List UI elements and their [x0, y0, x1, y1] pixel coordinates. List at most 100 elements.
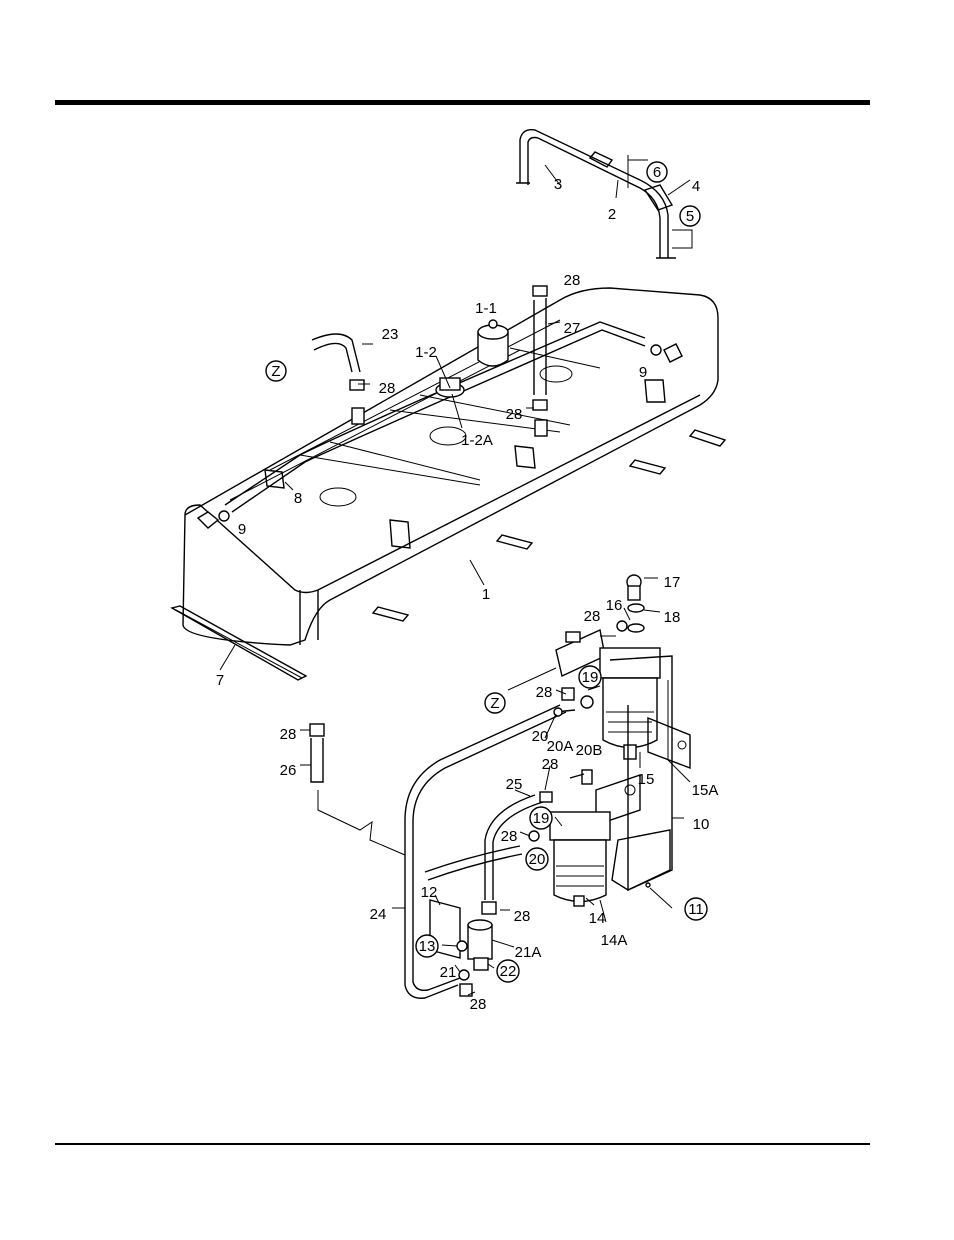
callout-Za: Z [266, 361, 286, 381]
callout-2: 2 [608, 206, 616, 223]
hose-26 [310, 724, 405, 855]
callout-text: 21A [515, 944, 542, 961]
callout-text: 18 [664, 609, 681, 626]
callout-text: 9 [639, 364, 647, 381]
callout-text: 28 [584, 608, 601, 625]
callout-15: 15 [638, 771, 655, 788]
callout-text: 28 [536, 684, 553, 701]
callout-28a: 28 [564, 272, 581, 289]
callout-text: 28 [506, 406, 523, 423]
callout-text: 24 [370, 906, 387, 923]
callout-12: 12 [421, 884, 438, 901]
callout-28h: 28 [501, 828, 518, 845]
callout-text: 13 [419, 938, 436, 955]
callout-1: 1 [482, 586, 490, 603]
footer-rule [55, 1143, 870, 1145]
callout-text: 27 [564, 320, 581, 337]
callout-20A: 20A [547, 738, 574, 755]
callout-1-2: 1-2 [415, 344, 437, 361]
callout-14: 14 [589, 910, 606, 927]
callout-text: 10 [693, 816, 710, 833]
callout-21A: 21A [515, 944, 542, 961]
callout-21: 21 [440, 964, 457, 981]
callout-text: 7 [216, 672, 224, 689]
callout-text: 28 [564, 272, 581, 289]
callout-text: 11 [688, 901, 704, 918]
callout-text: 22 [500, 963, 517, 980]
callout-text: 23 [382, 326, 399, 343]
callout-17: 17 [664, 574, 681, 591]
callout-10: 10 [693, 816, 710, 833]
callout-text: 14A [601, 932, 628, 949]
callout-text: 26 [280, 762, 297, 779]
callout-7: 7 [216, 672, 224, 689]
callout-text: Z [490, 695, 499, 712]
callout-11: 11 [685, 898, 707, 920]
callout-28j: 28 [470, 996, 487, 1013]
callout-25: 25 [506, 776, 523, 793]
callout-28d: 28 [584, 608, 601, 625]
callout-text: 1 [482, 586, 490, 603]
callout-19b: 19 [530, 807, 552, 829]
callout-text: 15 [638, 771, 655, 788]
callout-text: 20 [529, 851, 546, 868]
callout-13: 13 [416, 935, 438, 957]
callout-text: 16 [606, 597, 623, 614]
callout-20c: 20 [526, 848, 548, 870]
callout-19a: 19 [579, 666, 601, 688]
callout-text: 28 [501, 828, 518, 845]
callout-28g: 28 [542, 756, 559, 773]
callout-28i: 28 [514, 908, 531, 925]
callout-text: 2 [608, 206, 616, 223]
callout-9b: 9 [238, 521, 246, 538]
callout-text: 28 [514, 908, 531, 925]
callout-23: 23 [382, 326, 399, 343]
callout-text: 1-2 [415, 344, 437, 361]
fuel-filter-14 [529, 770, 610, 906]
callout-text: 21 [440, 964, 457, 981]
callout-20B: 20B [576, 742, 603, 759]
callout-28f: 28 [280, 726, 297, 743]
callout-5: 5 [680, 206, 700, 226]
callout-3: 3 [554, 176, 562, 193]
callout-text: 3 [554, 176, 562, 193]
callout-text: 8 [294, 490, 302, 507]
callout-1-1: 1-1 [475, 300, 497, 317]
callout-14A: 14A [601, 932, 628, 949]
callout-text: 25 [506, 776, 523, 793]
callout-text: 19 [533, 810, 550, 827]
callout-4: 4 [692, 178, 700, 195]
callout-text: 28 [379, 380, 396, 397]
callout-text: 4 [692, 178, 700, 195]
callout-text: 12 [421, 884, 438, 901]
callout-text: 1-2A [461, 432, 493, 449]
header-rule [55, 100, 870, 105]
rubber-pad-strip [172, 606, 306, 680]
callout-24: 24 [370, 906, 387, 923]
callout-text: 1-1 [475, 300, 497, 317]
callout-27: 27 [564, 320, 581, 337]
fuel-tank [183, 286, 725, 645]
callout-text: 20A [547, 738, 574, 755]
callout-text: 28 [470, 996, 487, 1013]
callout-15A: 15A [692, 782, 719, 799]
callout-text: 9 [238, 521, 246, 538]
callout-8: 8 [294, 490, 302, 507]
callout-text: 20B [576, 742, 603, 759]
callout-text: 19 [582, 669, 599, 686]
callout-text: 28 [280, 726, 297, 743]
callout-text: 6 [653, 164, 661, 181]
callout-16: 16 [606, 597, 623, 614]
callout-text: Z [271, 363, 280, 380]
callout-text: 28 [542, 756, 559, 773]
callout-text: 5 [686, 208, 694, 225]
callout-28b: 28 [379, 380, 396, 397]
callout-text: 14 [589, 910, 606, 927]
tank-strap-assembly [516, 130, 692, 258]
callout-28e: 28 [536, 684, 553, 701]
callout-26: 26 [280, 762, 297, 779]
callout-18: 18 [664, 609, 681, 626]
callout-text: 15A [692, 782, 719, 799]
